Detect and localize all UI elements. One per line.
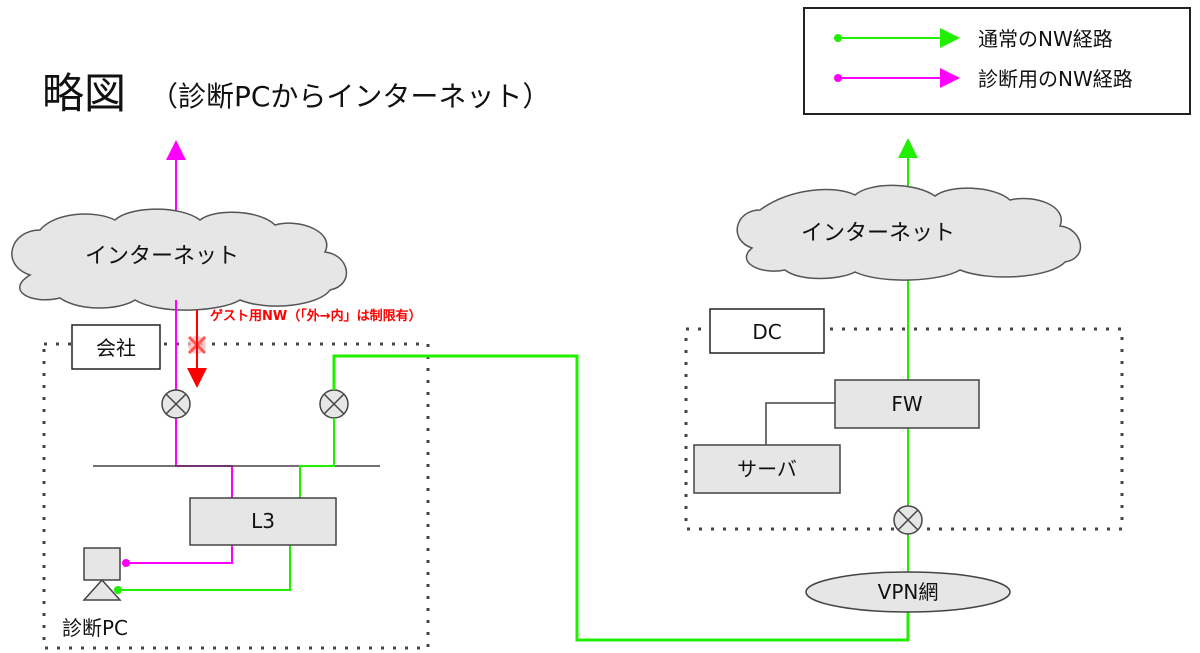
legend-diagnostic-dot [834, 74, 842, 82]
magenta-router-to-l3 [175, 418, 233, 498]
title-group: 略図 （診断PCからインターネット） [42, 69, 550, 118]
right-internet-cloud: インターネット [736, 184, 1082, 281]
router-dc [893, 505, 923, 535]
dc-label: DC [752, 320, 781, 344]
fw-label: FW [891, 392, 923, 416]
router-left-magenta [161, 389, 191, 419]
vpn-network: VPN網 [805, 571, 1011, 613]
legend-normal-dot [834, 34, 842, 42]
diagnostic-pc: 診断PC [62, 547, 128, 640]
guest-note: ゲスト用NW（「外→内」は制限有） [210, 308, 422, 324]
green-router-to-l3 [299, 418, 335, 498]
cloud-shape [11, 208, 347, 311]
router-left-green [319, 389, 349, 419]
magenta-l3-to-pc [126, 545, 233, 564]
title-main: 略図 [42, 69, 126, 118]
left-internet-label: インターネット [85, 244, 239, 269]
l3-label: L3 [251, 509, 275, 533]
l3-box [189, 497, 337, 546]
legend-box [803, 7, 1191, 115]
legend-diagnostic-label: 診断用のNW経路 [978, 67, 1133, 91]
firewall: FW [834, 379, 980, 429]
company-label-box [71, 324, 161, 370]
pc-monitor-icon [83, 547, 121, 581]
title-sub: （診断PCからインターネット） [150, 80, 550, 113]
fw-box [834, 379, 980, 429]
right-internet-label: インターネット [801, 221, 955, 246]
vpn-label: VPN網 [878, 580, 939, 604]
legend: 通常のNW経路 診断用のNW経路 [803, 7, 1191, 115]
fw-to-server-link [765, 402, 835, 445]
l3-switch: L3 [189, 497, 337, 546]
left-internet-cloud: インターネット [11, 208, 347, 311]
company-boundary [42, 342, 430, 650]
company-zone: 会社 [42, 324, 430, 650]
server-label: サーバ [737, 457, 797, 481]
magenta-pc-dot [122, 559, 130, 567]
green-l3-to-pc [118, 545, 291, 591]
guest-block: ゲスト用NW（「外→内」は制限有） [187, 308, 422, 388]
company-label: 会社 [96, 336, 136, 360]
vpn-ellipse [805, 571, 1011, 613]
green-vpn-link [332, 354, 910, 642]
server: サーバ [693, 444, 841, 494]
legend-normal-label: 通常のNW経路 [978, 27, 1113, 51]
dc-label-box [709, 308, 825, 354]
green-pc-dot [114, 586, 122, 594]
dc-boundary [684, 327, 1124, 531]
pc-label: 診断PC [62, 616, 128, 640]
server-box [693, 444, 841, 494]
cloud-shape [736, 184, 1082, 281]
pc-stand-icon [82, 578, 122, 601]
